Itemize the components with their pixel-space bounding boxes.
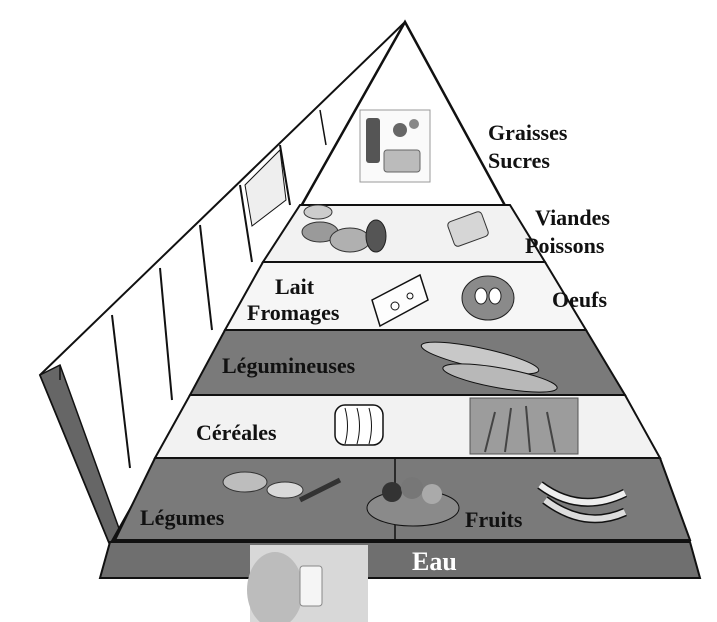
label-fats: Graisses bbox=[488, 120, 568, 145]
label-legumes: Légumineuses bbox=[222, 353, 356, 378]
label-cheeses: Fromages bbox=[247, 300, 340, 325]
person-drinking-water-illustration bbox=[247, 545, 368, 622]
wheat-field-illustration bbox=[470, 398, 578, 454]
base-water-band bbox=[100, 542, 700, 578]
eggs-nest-illustration bbox=[462, 276, 514, 320]
label-water: Eau bbox=[412, 547, 457, 576]
label-fruits: Fruits bbox=[465, 507, 523, 532]
bread-illustration bbox=[335, 405, 383, 445]
fats-sugars-illustration bbox=[360, 110, 430, 182]
label-sugars: Sucres bbox=[488, 148, 550, 173]
label-milk: Lait bbox=[275, 274, 315, 299]
label-eggs: Oeufs bbox=[552, 287, 607, 312]
label-cereals: Céréales bbox=[196, 420, 277, 445]
label-vegetables: Légumes bbox=[140, 505, 225, 530]
label-fish: Poissons bbox=[525, 233, 605, 258]
label-meats: Viandes bbox=[535, 205, 610, 230]
